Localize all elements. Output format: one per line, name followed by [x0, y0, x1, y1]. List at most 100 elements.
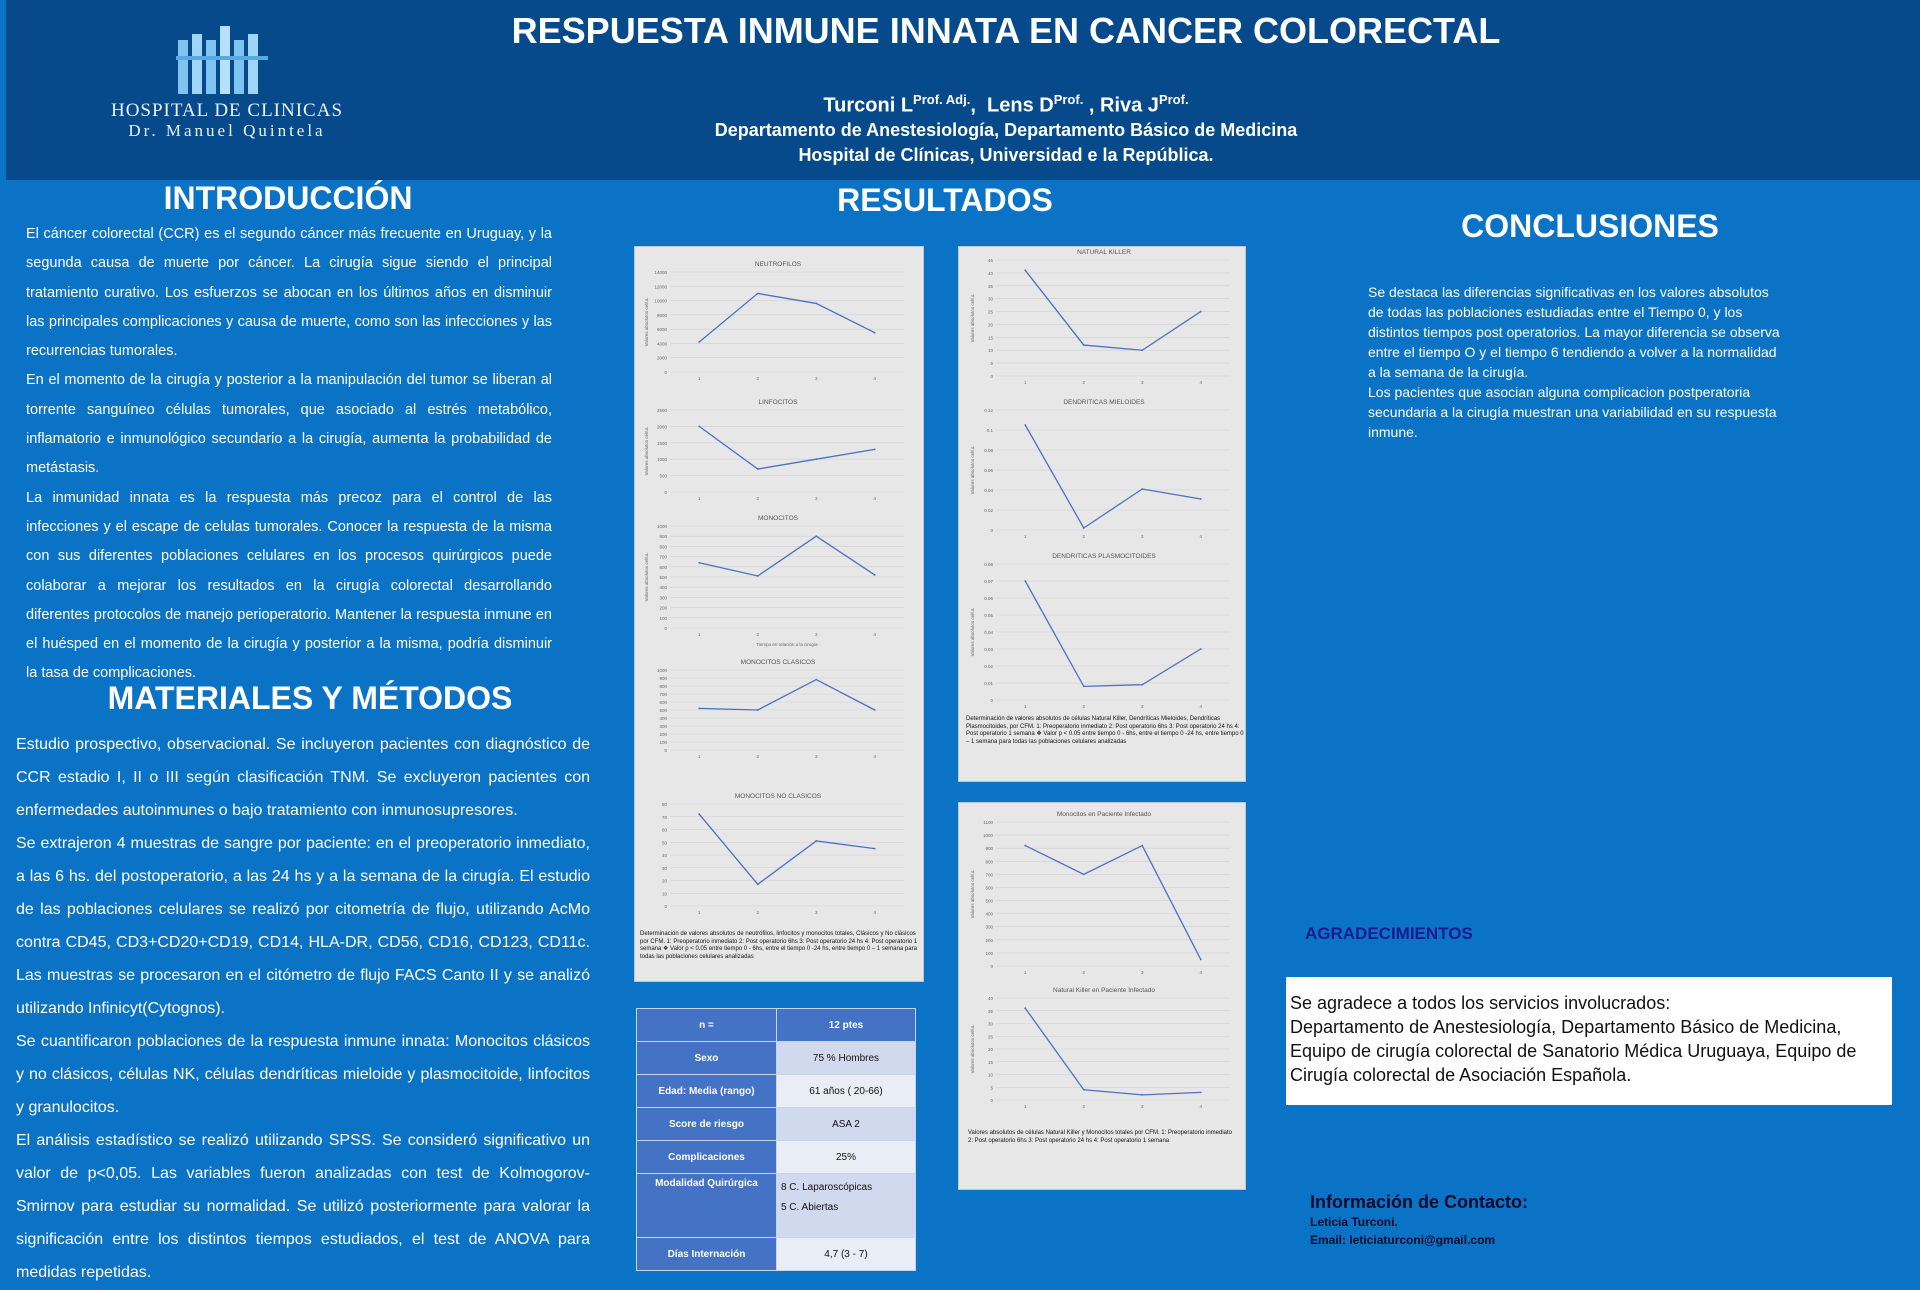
data-point — [815, 302, 818, 305]
y-tick-label: 0.04 — [984, 488, 993, 493]
y-tick-label: 700 — [659, 692, 667, 697]
y-tick-label: 0 — [990, 374, 993, 379]
y-tick-label: 0.08 — [984, 562, 993, 567]
y-tick-label: 2000 — [657, 356, 668, 361]
data-point — [873, 847, 876, 850]
thanks-box: Se agradece a todos los servicios involu… — [1286, 977, 1892, 1105]
author-1: Turconi L — [823, 94, 914, 117]
series-line — [699, 678, 876, 711]
results-panel-3 — [958, 802, 1246, 1190]
y-tick-label: 60 — [662, 828, 668, 833]
y-tick-label: 0.01 — [984, 681, 993, 686]
chart-title: Monocitos en Paciente Infectado — [1057, 811, 1152, 818]
y-tick-label: 8000 — [657, 313, 668, 318]
y-tick-label: 30 — [988, 297, 994, 302]
y-tick-label: 500 — [659, 575, 667, 580]
data-point — [873, 709, 876, 711]
y-tick-label: 0.04 — [984, 630, 993, 635]
data-point — [698, 561, 701, 564]
y-tick-label: 800 — [985, 859, 993, 864]
x-tick-label: 2 — [756, 376, 759, 381]
logo-bars-icon — [176, 26, 268, 94]
x-tick-label: 1 — [698, 754, 701, 759]
y-tick-label: 0 — [990, 528, 993, 533]
x-tick-label: 1 — [1024, 1104, 1027, 1109]
chart-title: Natural Killer en Paciente Infectado — [1053, 987, 1155, 994]
data-point — [1141, 683, 1144, 686]
poster-header: HOSPITAL DE CLINICAS Dr. Manuel Quintela… — [6, 0, 1920, 180]
y-tick-label: 40 — [988, 271, 994, 276]
series-line — [1024, 424, 1201, 529]
logo-line2: Dr. Manuel Quintela — [128, 121, 326, 140]
table-value: 75 % Hombres — [775, 1041, 917, 1075]
data-point — [815, 678, 818, 681]
methods-paragraph: El análisis estadístico se realizó utili… — [16, 1132, 590, 1281]
line-chart: Natural Killer en Paciente Infectado0510… — [970, 987, 1230, 1109]
line-chart: DENDRITICAS PLASMOCITOIDES00.010.020.030… — [970, 553, 1230, 709]
chart-title: NEUTROFILOS — [755, 261, 802, 268]
methods-heading: MATERIALES Y MÉTODOS — [107, 680, 513, 716]
data-point — [1082, 344, 1085, 346]
y-tick-label: 0 — [664, 904, 667, 909]
y-tick-label: 80 — [662, 802, 668, 807]
y-tick-label: 0.1 — [987, 428, 994, 433]
x-tick-label: 3 — [815, 910, 818, 915]
y-tick-label: 1000 — [657, 668, 668, 673]
x-tick-label: 4 — [1199, 534, 1202, 539]
x-tick-label: 4 — [1199, 704, 1202, 709]
y-tick-label: 10 — [662, 891, 668, 896]
intro-heading: INTRODUCCIÓN — [163, 180, 413, 216]
y-tick-label: 15 — [988, 335, 994, 340]
series-line — [1024, 269, 1202, 351]
y-tick-label: 100 — [659, 616, 667, 621]
x-axis-label: Tiempo en relación a la cirugía — [756, 642, 818, 647]
y-tick-label: 14000 — [654, 270, 667, 275]
y-tick-label: 50 — [662, 840, 668, 845]
poster-title: RESPUESTA INMUNE INNATA EN CANCER COLORE… — [511, 10, 1501, 51]
methods-body: Estudio prospectivo, observacional. Se i… — [16, 728, 590, 1289]
x-tick-label: 2 — [1082, 970, 1085, 975]
data-point — [756, 883, 759, 886]
y-tick-label: 0.06 — [984, 596, 993, 601]
y-tick-label: 70 — [662, 815, 668, 820]
y-tick-label: 400 — [985, 912, 993, 917]
data-point — [1199, 498, 1202, 500]
x-tick-label: 2 — [756, 910, 759, 915]
y-tick-label: 45 — [988, 258, 994, 263]
y-tick-label: 0 — [664, 490, 667, 495]
x-tick-label: 2 — [1082, 534, 1085, 539]
methods-paragraph: Se cuantificaron poblaciones de la respu… — [16, 1033, 590, 1116]
y-tick-label: 5 — [990, 361, 993, 366]
data-point — [1199, 958, 1202, 961]
x-tick-label: 1 — [698, 632, 701, 637]
y-tick-label: 400 — [659, 585, 667, 590]
y-tick-label: 0.02 — [984, 508, 993, 513]
y-tick-label: 200 — [985, 938, 993, 943]
intro-paragraph: En el momento de la cirugía y posterior … — [26, 372, 552, 477]
conclusions-heading: CONCLUSIONES — [1461, 208, 1719, 244]
y-tick-label: 900 — [985, 846, 993, 851]
y-tick-label: 0.05 — [984, 613, 993, 618]
y-axis-label: Valores absolutos cel/uL — [644, 297, 649, 346]
data-point — [1024, 424, 1027, 426]
contact-name: Leticia Turconi. — [1310, 1215, 1398, 1229]
line-chart: NATURAL KILLER051015202530354045Valores … — [970, 249, 1230, 385]
thanks-line: Se agradece a todos los servicios involu… — [1290, 993, 1671, 1013]
y-tick-label: 10000 — [654, 299, 667, 304]
y-axis-label: Valores absolutos cel/uL — [970, 1024, 975, 1073]
author-3: Riva J — [1100, 94, 1159, 117]
data-point — [1141, 488, 1144, 490]
x-tick-label: 3 — [1141, 970, 1144, 975]
chart-title: MONOCITOS NO CLASICOS — [735, 793, 822, 800]
chart-title: MONOCITOS CLASICOS — [741, 659, 816, 666]
y-tick-label: 500 — [659, 708, 667, 713]
author-2: Lens D — [987, 94, 1054, 117]
y-tick-label: 0 — [990, 964, 993, 969]
chart-title: MONOCITOS — [758, 515, 799, 522]
author-1-title: Prof. Adj. — [913, 92, 971, 107]
data-point — [756, 468, 759, 470]
table-value-line: 5 C. Abiertas — [780, 1202, 839, 1213]
line-chart: MONOCITOS CLASICOS0100200300400500600700… — [657, 659, 904, 759]
